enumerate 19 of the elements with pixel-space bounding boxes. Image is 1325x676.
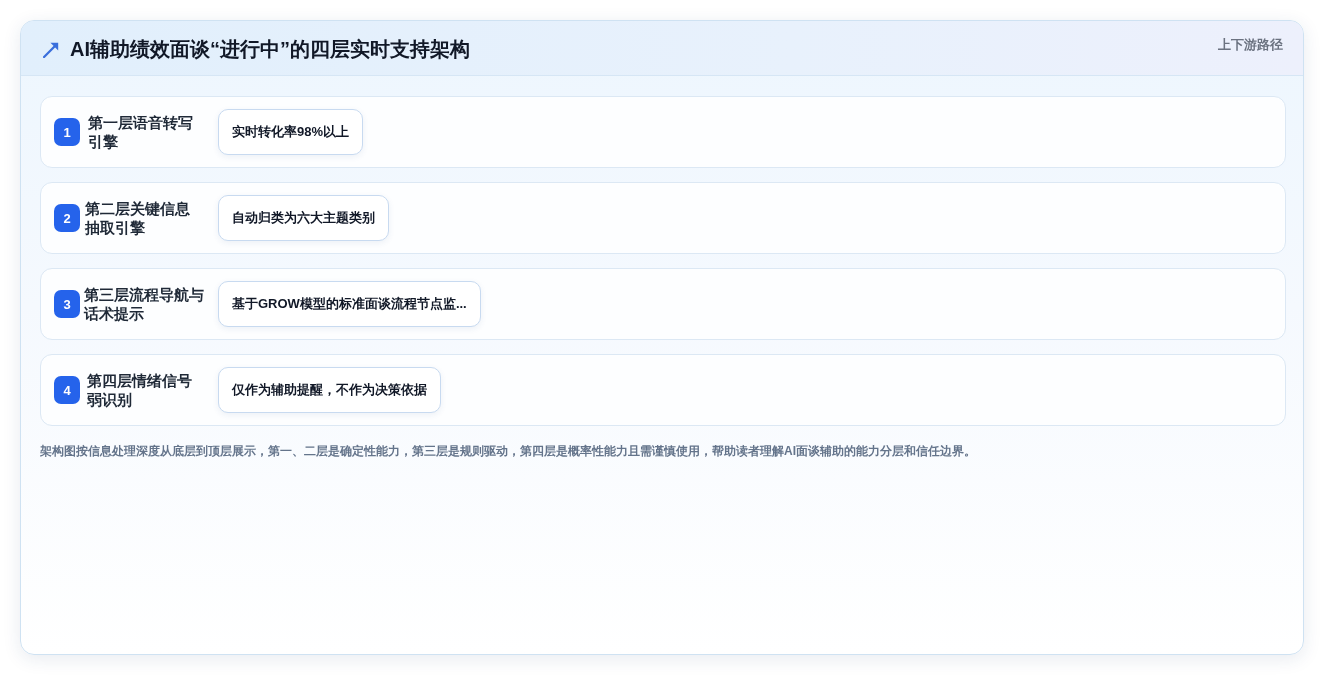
layer-name: 第二层关键信息抽取引擎: [85, 199, 191, 237]
detail-tag: 自动归类为六大主题类别: [218, 195, 389, 241]
detail-tag: 仅作为辅助提醒，不作为决策依据: [218, 367, 441, 413]
number-badge: 3: [54, 290, 80, 318]
layer-row: [40, 182, 1286, 254]
detail-tag: 基于GROW模型的标准面谈流程节点监...: [218, 281, 481, 327]
layer-row: [40, 96, 1286, 168]
layer-row: [40, 268, 1286, 340]
caption-text: 架构图按信息处理深度从底层到顶层展示，第一、二层是确定性能力，第三层是规则驱动，第四层是概率性能力且需谨慎使用，帮助读者理解AI面谈辅助的能力分层和信任边界。: [40, 443, 976, 460]
number-badge: 2: [54, 204, 80, 232]
header-label: 上下游路径: [1218, 36, 1283, 54]
number-badge: 4: [54, 376, 80, 404]
detail-tag: 实时转化率98%以上: [218, 109, 364, 155]
layer-name: 第四层情绪信号弱识别: [87, 371, 193, 409]
diagram-title: AI辅助绩效面谈“进行中”的四层实时支持架构: [70, 37, 470, 62]
number-badge: 1: [54, 118, 80, 146]
layer-name: 第一层语音转写引擎: [88, 113, 194, 151]
layer-name: 第三层流程导航与话术提示: [84, 285, 205, 323]
layer-row: [40, 354, 1286, 426]
